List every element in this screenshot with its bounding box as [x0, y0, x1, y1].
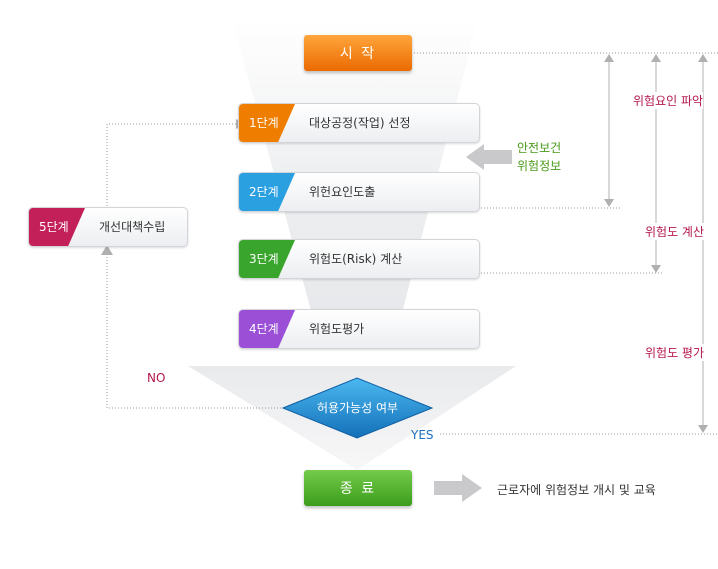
- step-5-tag: 5단계: [29, 208, 85, 246]
- input-left-arrow: [466, 144, 512, 170]
- decision-diamond: [281, 377, 434, 439]
- step-2-box: 2단계 위헌요인도출: [238, 172, 480, 212]
- range-label-eval: 위험도 평가: [645, 344, 705, 361]
- step-1-box: 1단계 대상공정(작업) 선정: [238, 103, 480, 143]
- step-5-label: 개선대책수립: [99, 220, 166, 234]
- step-4-label: 위험도평가: [309, 322, 365, 336]
- step-3-label: 위험도(Risk) 계산: [309, 252, 403, 266]
- input-info-line2: 위험정보: [517, 159, 562, 173]
- step-3-box: 3단계 위험도(Risk) 계산: [238, 239, 480, 279]
- no-label: NO: [147, 371, 166, 385]
- step-1-tag: 1단계: [239, 104, 295, 142]
- step-2-tag: 2단계: [239, 173, 295, 211]
- outcome-text: 근로자에 위험정보 개시 및 교육: [497, 483, 656, 497]
- range-label-identify: 위험요인 파악: [633, 92, 704, 109]
- step-4-tag: 4단계: [239, 310, 295, 348]
- outcome-right-arrow: [434, 474, 482, 502]
- range-label-calc: 위험도 계산: [645, 223, 705, 240]
- range-arrows: [608, 60, 704, 426]
- feedback-loop-lines: [106, 123, 284, 409]
- range-guide-lines: [414, 52, 718, 435]
- step-1-label: 대상공정(작업) 선정: [309, 116, 411, 130]
- step-3-tag: 3단계: [239, 240, 295, 278]
- start-node: 시 작: [304, 35, 412, 71]
- step-5-box: 5단계 개선대책수립: [28, 207, 188, 247]
- range-arrowheads: [604, 54, 708, 433]
- step-2-label: 위헌요인도출: [309, 185, 376, 199]
- input-info-line1: 안전보건: [517, 141, 562, 155]
- loop-up-arrowhead: [101, 245, 113, 255]
- decision-label: 허용가능성 여부: [316, 401, 399, 415]
- yes-label: YES: [411, 428, 434, 442]
- end-node: 종 료: [304, 470, 412, 506]
- step-4-box: 4단계 위험도평가: [238, 309, 480, 349]
